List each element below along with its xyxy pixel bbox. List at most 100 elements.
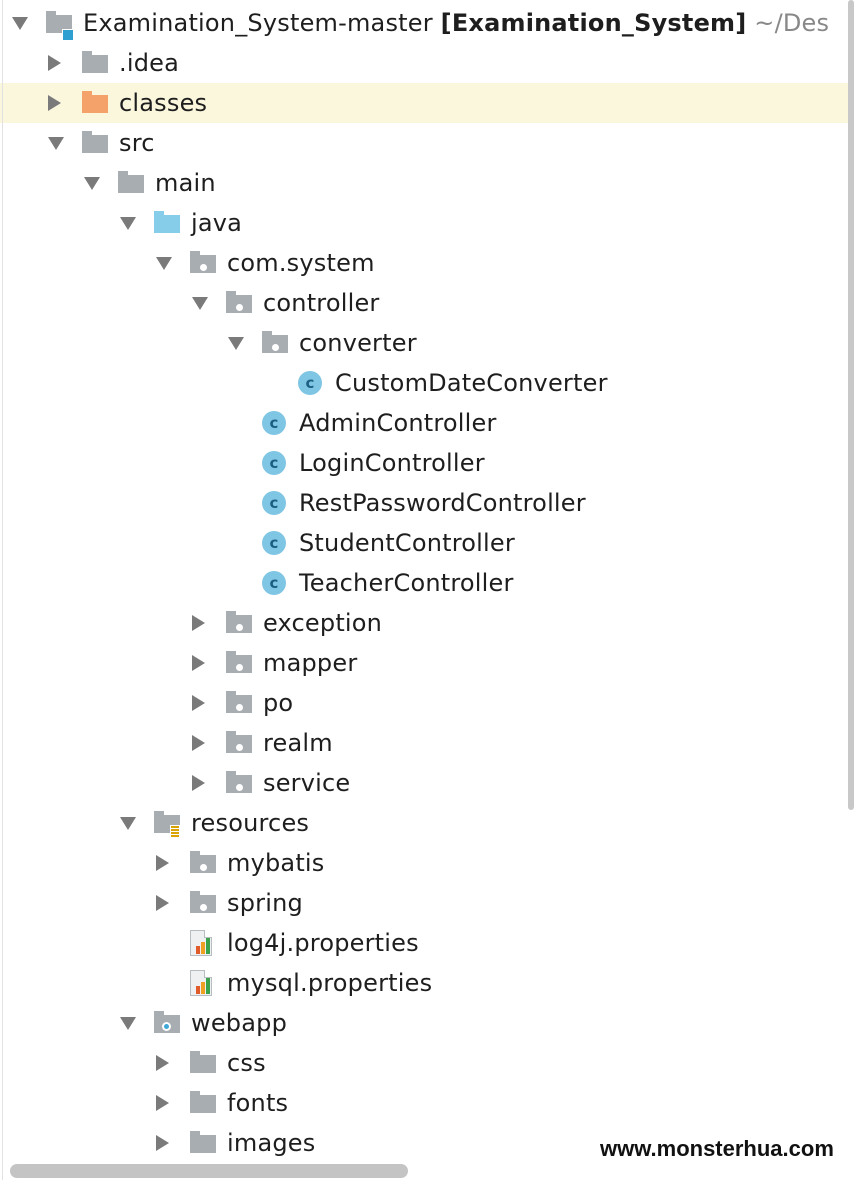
watermark: www.monsterhua.com [594,1120,854,1180]
expand-arrow-down-icon[interactable] [120,1017,136,1030]
class-icon: c [262,411,288,435]
tree-row[interactable]: realm [0,723,848,763]
tree-item-label: spring [227,889,303,917]
folder-icon [118,171,144,195]
collapse-arrow-right-icon[interactable] [156,1095,169,1111]
tree-row[interactable]: log4j.properties [0,923,848,963]
project-tree[interactable]: Examination_System-master [Examination_S… [0,0,848,1162]
tree-item-label: resources [191,809,310,837]
expand-arrow-down-icon[interactable] [48,137,64,150]
tree-item-label: exception [263,609,383,637]
tree-row[interactable]: exception [0,603,848,643]
tree-row[interactable]: main [0,163,848,203]
module-folder-icon [46,11,74,41]
tree-row[interactable]: java [0,203,848,243]
project-name: Examination_System-master [83,9,433,37]
package-icon [226,691,252,715]
expand-arrow-down-icon[interactable] [156,257,172,270]
expand-arrow-down-icon[interactable] [228,337,244,350]
tree-item-label: mysql.properties [227,969,433,997]
expand-arrow-down-icon[interactable] [120,817,136,830]
expand-arrow-down-icon[interactable] [84,177,100,190]
collapse-arrow-right-icon[interactable] [192,655,205,671]
tree-row[interactable]: resources [0,803,848,843]
project-path: ~/Des [754,9,830,37]
tree-row[interactable]: converter [0,323,848,363]
package-icon [190,251,216,275]
horizontal-scrollbar[interactable] [10,1164,408,1178]
vertical-scrollbar[interactable] [848,0,854,810]
collapse-arrow-right-icon[interactable] [192,695,205,711]
module-name: [Examination_System] [440,9,747,37]
tree-item-label: realm [263,729,333,757]
tree-row[interactable]: src [0,123,848,163]
class-icon: c [262,531,288,555]
tree-item-label: po [263,689,294,717]
tree-item-label: AdminController [299,409,497,437]
collapse-arrow-right-icon[interactable] [156,895,169,911]
tree-item-label: mapper [263,649,358,677]
package-icon [226,651,252,675]
collapse-arrow-right-icon[interactable] [192,615,205,631]
collapse-arrow-right-icon[interactable] [192,735,205,751]
tree-row[interactable]: fonts [0,1083,848,1123]
tree-row[interactable]: spring [0,883,848,923]
collapse-arrow-right-icon[interactable] [156,1135,169,1151]
tree-item-label: CustomDateConverter [335,369,608,397]
tree-row[interactable]: com.system [0,243,848,283]
tree-row[interactable]: webapp [0,1003,848,1043]
folder-icon [190,1091,216,1115]
tree-row[interactable]: mapper [0,643,848,683]
class-icon: c [262,451,288,475]
tree-item-label: images [227,1129,316,1157]
tree-item-label: service [263,769,351,797]
package-icon [226,731,252,755]
tree-item-label: src [119,129,155,157]
package-icon [226,771,252,795]
tree-item-label: RestPasswordController [299,489,586,517]
tree-row[interactable]: classes [0,83,848,123]
tree-row[interactable]: css [0,1043,848,1083]
expand-arrow-down-icon[interactable] [192,297,208,310]
tree-row[interactable]: controller [0,283,848,323]
tree-row[interactable]: mybatis [0,843,848,883]
collapse-arrow-right-icon[interactable] [48,95,61,111]
web-folder-icon [154,1011,180,1035]
tree-row[interactable]: c RestPasswordController [0,483,848,523]
collapse-arrow-right-icon[interactable] [48,55,61,71]
tree-row[interactable]: c LoginController [0,443,848,483]
tree-item-label: converter [299,329,417,357]
tree-row[interactable]: po [0,683,848,723]
tree-item-label: Examination_System-master [Examination_S… [83,9,829,37]
tree-row[interactable]: .idea [0,43,848,83]
source-folder-icon [154,211,180,235]
package-icon [262,331,288,355]
tree-item-label: classes [119,89,208,117]
properties-file-icon [190,930,216,956]
package-icon [226,291,252,315]
collapse-arrow-right-icon[interactable] [192,775,205,791]
tree-row[interactable]: c AdminController [0,403,848,443]
tree-row[interactable]: Examination_System-master [Examination_S… [0,3,848,43]
tree-item-label: LoginController [299,449,485,477]
tree-item-label: java [191,209,243,237]
folder-icon [190,1131,216,1155]
collapse-arrow-right-icon[interactable] [156,1055,169,1071]
tree-item-label: controller [263,289,380,317]
expand-arrow-down-icon[interactable] [12,17,28,30]
class-icon: c [262,491,288,515]
tree-row[interactable]: mysql.properties [0,963,848,1003]
tree-item-label: TeacherController [299,569,514,597]
expand-arrow-down-icon[interactable] [120,217,136,230]
tree-row[interactable]: images [0,1123,848,1163]
tree-row[interactable]: service [0,763,848,803]
tree-item-label: fonts [227,1089,289,1117]
collapse-arrow-right-icon[interactable] [156,855,169,871]
tree-item-label: .idea [119,49,180,77]
package-icon [190,851,216,875]
properties-file-icon [190,970,216,996]
folder-icon [82,51,108,75]
